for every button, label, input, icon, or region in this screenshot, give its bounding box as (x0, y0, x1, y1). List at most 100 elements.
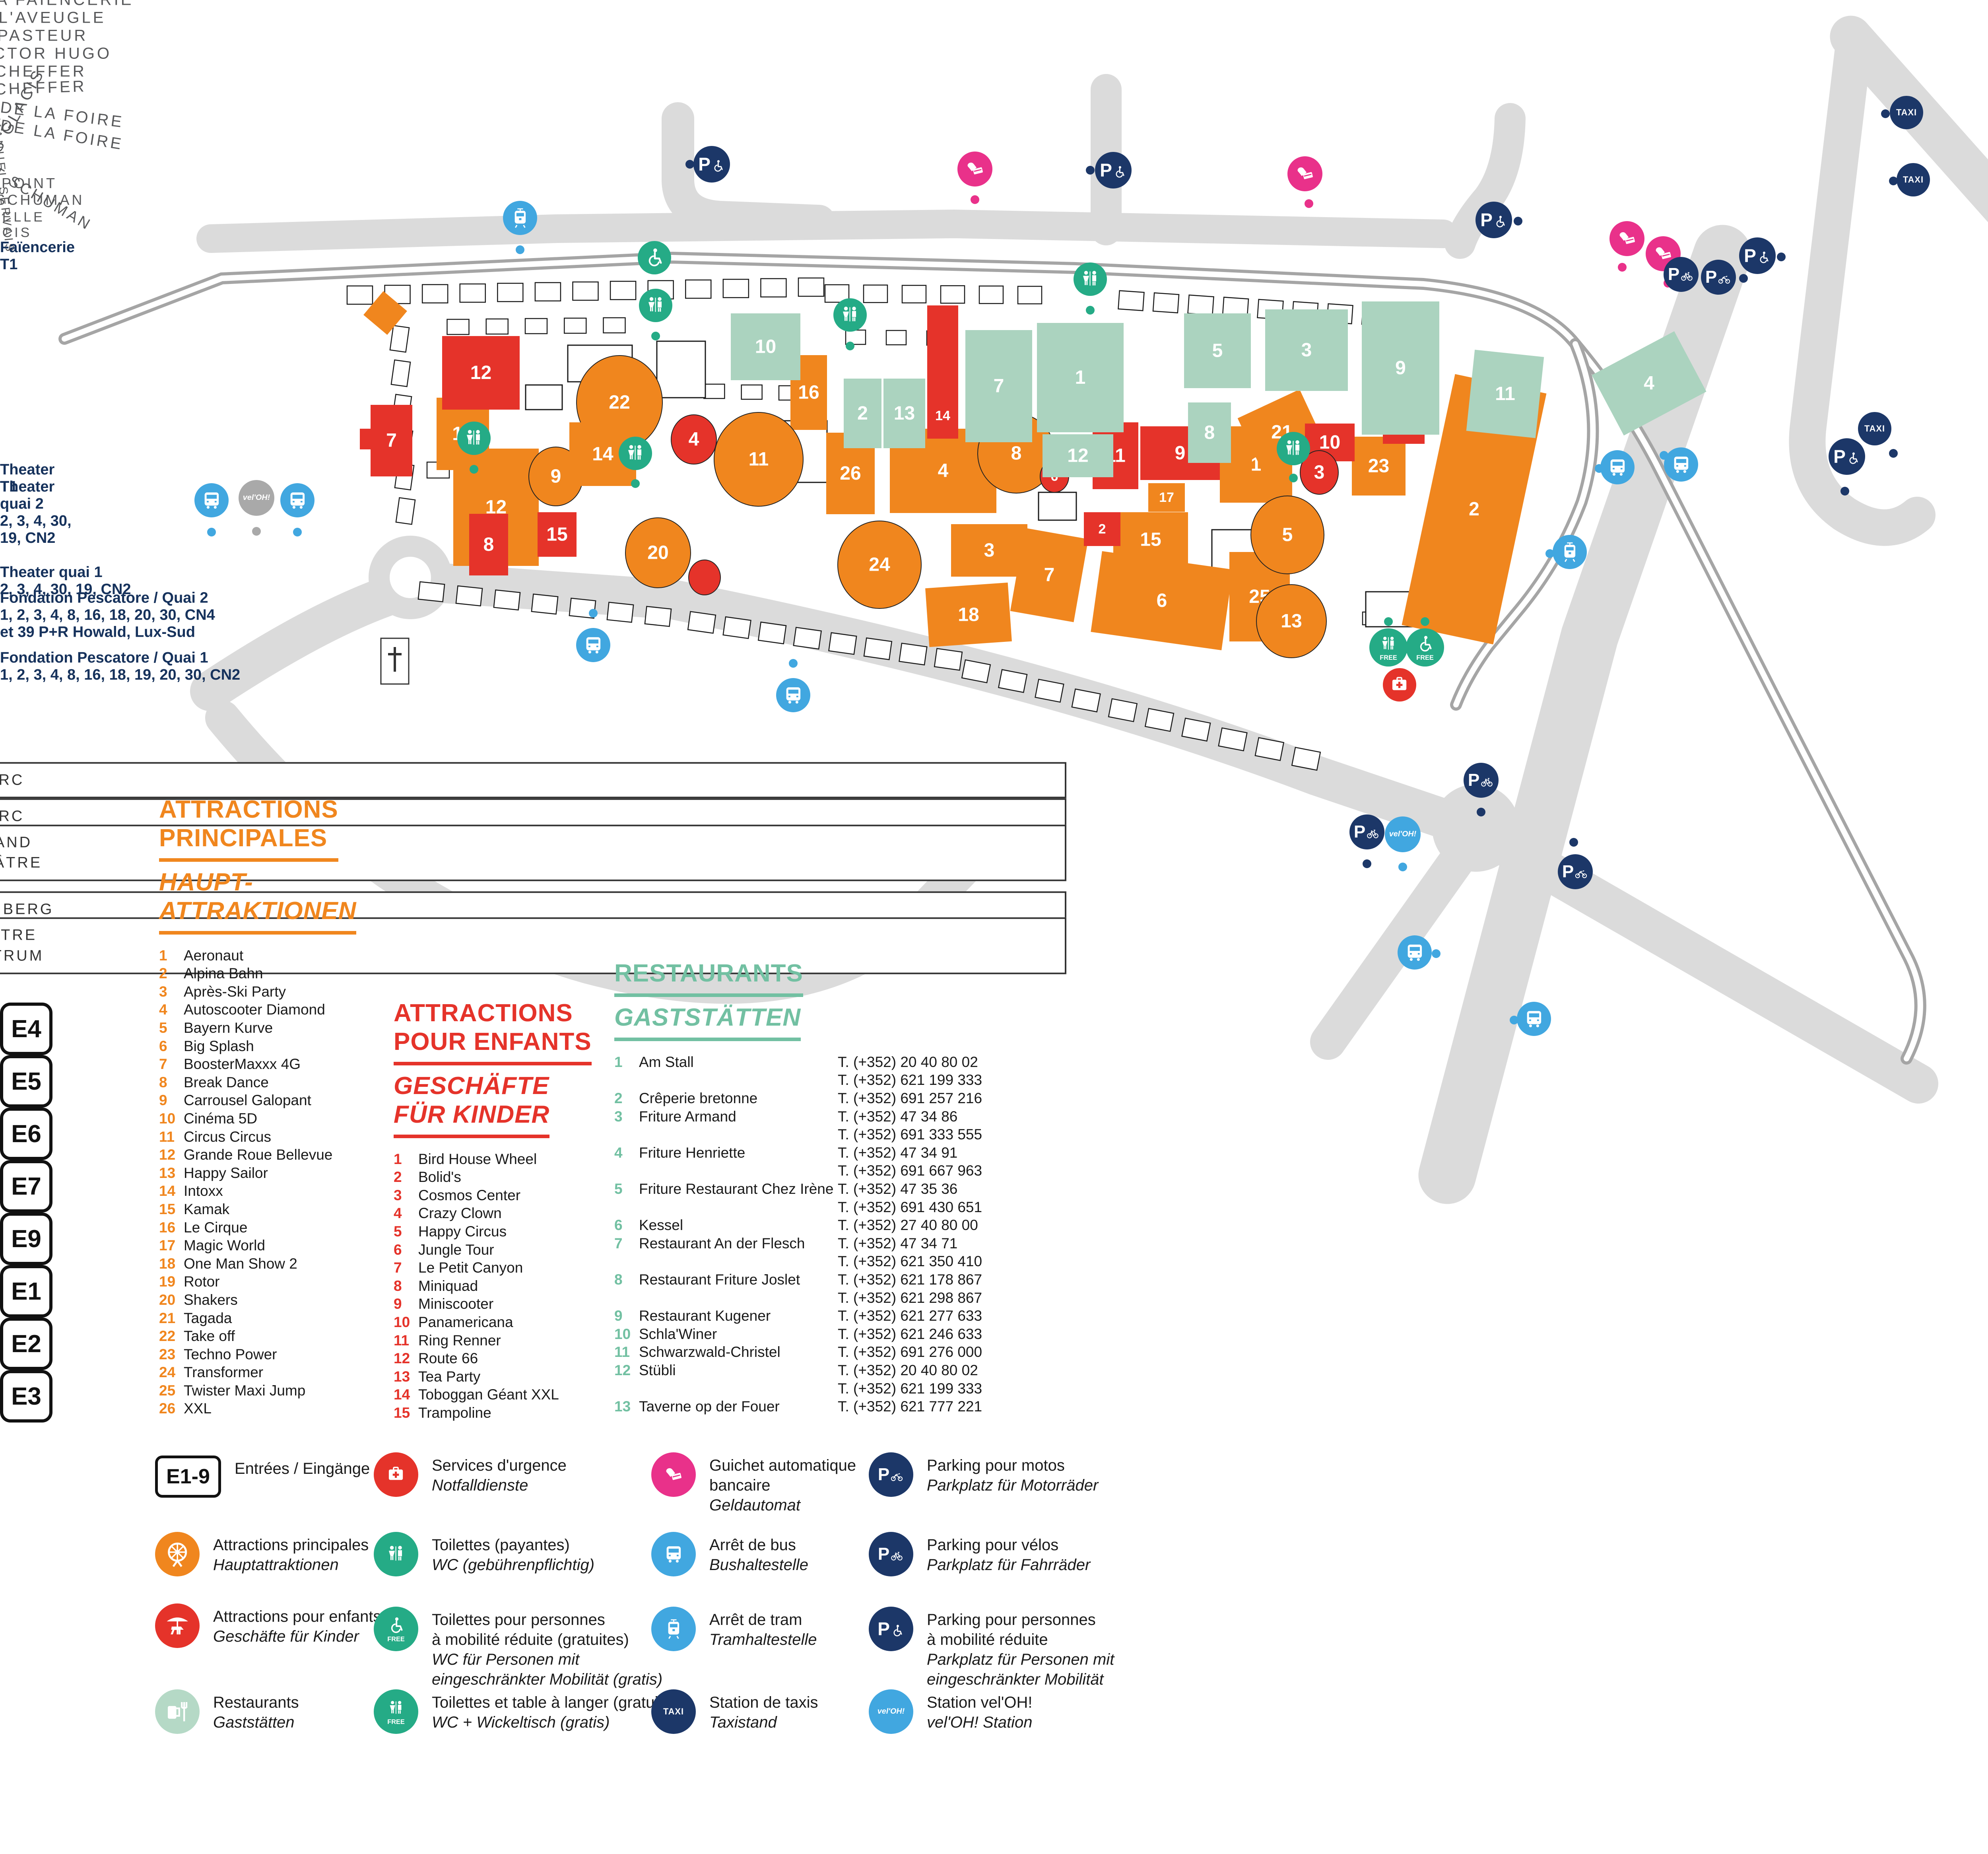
stop-label: Navettes et courses d'autobus spéciales … (0, 402, 1066, 453)
icon-anchor-dot (631, 479, 640, 488)
restaurant-7 (965, 330, 1032, 442)
item-number: 10 (159, 1110, 176, 1127)
stall (1118, 290, 1145, 311)
section-heading: GESCHÄFTE FÜR KINDER (394, 1072, 550, 1138)
icon-anchor-dot (1086, 306, 1095, 315)
icon-anchor-dot (516, 245, 524, 254)
tram-stop-icon (503, 201, 537, 235)
item-name (639, 1380, 838, 1398)
icon-anchor-dot (651, 332, 660, 340)
stall (459, 283, 486, 303)
bus-stop-icon (576, 628, 610, 662)
parking-moto-icon: P (869, 1452, 913, 1497)
legend-label-fr: Toilettes (payantes) (432, 1536, 570, 1554)
restaurant-row: T. (+352) 691 430 651 (614, 1198, 982, 1217)
item-number: 3 (614, 1108, 623, 1125)
stop-label: 39 P+R Howald, Lux-Sud (0, 350, 1066, 402)
entrance-E3: E3 (0, 1370, 52, 1423)
road-bd-emmanuel-servais (1789, 27, 1936, 546)
restaurant-4 (1592, 331, 1706, 436)
icon-anchor-dot (1384, 617, 1393, 626)
street-label: AVENUE PASTEUR (0, 27, 88, 45)
atm-icon (1609, 221, 1644, 256)
icon-anchor-dot (1569, 838, 1578, 847)
item-name: Cinéma 5D (184, 1110, 258, 1127)
rondpoint-robert-schuman (1432, 784, 1520, 872)
icon-anchor-dot (1289, 474, 1298, 482)
item-number: 14 (394, 1386, 410, 1403)
item-name: Grande Roue Bellevue (184, 1147, 333, 1163)
item-number: 21 (159, 1310, 176, 1326)
toilets-icon (639, 289, 672, 322)
item-name: Stübli (639, 1362, 676, 1378)
atm-icon (957, 152, 992, 187)
item-name: Restaurant Friture Joslet (639, 1271, 800, 1288)
stall (687, 611, 716, 634)
legend-label-de: WC + Wickeltisch (gratis) (432, 1714, 610, 1731)
icon-anchor-dot (1889, 449, 1898, 458)
building-number: 16 (798, 382, 819, 403)
item-number: 10 (394, 1314, 410, 1330)
entrance-E4: E4 (0, 1003, 52, 1055)
restaurant-12 (1043, 434, 1113, 477)
item-name: Ring Renner (418, 1332, 501, 1349)
tram-stop-icon (1553, 535, 1587, 569)
building-number: 3 (1301, 340, 1312, 361)
building-number: 11 (1495, 383, 1515, 404)
icon-anchor-dot (1777, 253, 1786, 261)
building-number: 11 (749, 449, 769, 470)
icon-anchor-dot (971, 195, 979, 204)
first-aid-icon (374, 1452, 418, 1497)
item-phone: T. (+352) 621 350 410 (838, 1253, 982, 1270)
building-number: 2 (1099, 522, 1106, 537)
building-number: 4 (938, 461, 949, 482)
item-number: 6 (159, 1038, 167, 1054)
building-number: 10 (1319, 432, 1340, 453)
legend-label-fr: Services d'urgence (432, 1457, 567, 1474)
item-name: Break Dance (184, 1074, 269, 1090)
wheelchair-toilets-free-icon: FREE (1406, 628, 1444, 667)
stall (1181, 717, 1211, 742)
section-heading: RESTAURANTS (614, 959, 803, 997)
stop-label: Theater quai 1 2, 3, 4, 30, 19, CN2 (0, 564, 131, 598)
stop-label: Theater quai 2 2, 3, 4, 30, 19, CN2 (0, 478, 72, 546)
item-number: 26 (159, 1400, 176, 1417)
legend-item: vel'OH!Station vel'OH!vel'OH! Station (869, 1689, 1033, 1734)
building-number: 13 (1281, 611, 1302, 632)
item-number: 8 (159, 1074, 167, 1090)
map-number-label: 1 (0, 691, 1066, 711)
item-name: Kamak (184, 1201, 230, 1217)
stall (722, 279, 749, 298)
item-number (614, 1125, 639, 1144)
stall (447, 319, 470, 335)
stall (389, 325, 410, 353)
attraction-main-item: 8 Break Dance (159, 1073, 356, 1092)
item-name: Crêperie bretonne (639, 1090, 758, 1106)
stop-label: Fondation Pescatore / Quai 1 1, 2, 3, 4,… (0, 649, 241, 683)
atm-icon (651, 1452, 696, 1497)
street-label: ALLÉE SCHEFFER (0, 62, 87, 80)
restaurant-row: T. (+352) 621 199 333 (614, 1380, 982, 1398)
item-number: 3 (394, 1187, 402, 1203)
building-number: 13 (894, 403, 915, 424)
stall (644, 606, 672, 627)
entrance-E6: E6 (0, 1108, 52, 1160)
parking-bike-icon: P (869, 1532, 913, 1576)
building-number: 6 (1157, 590, 1167, 611)
